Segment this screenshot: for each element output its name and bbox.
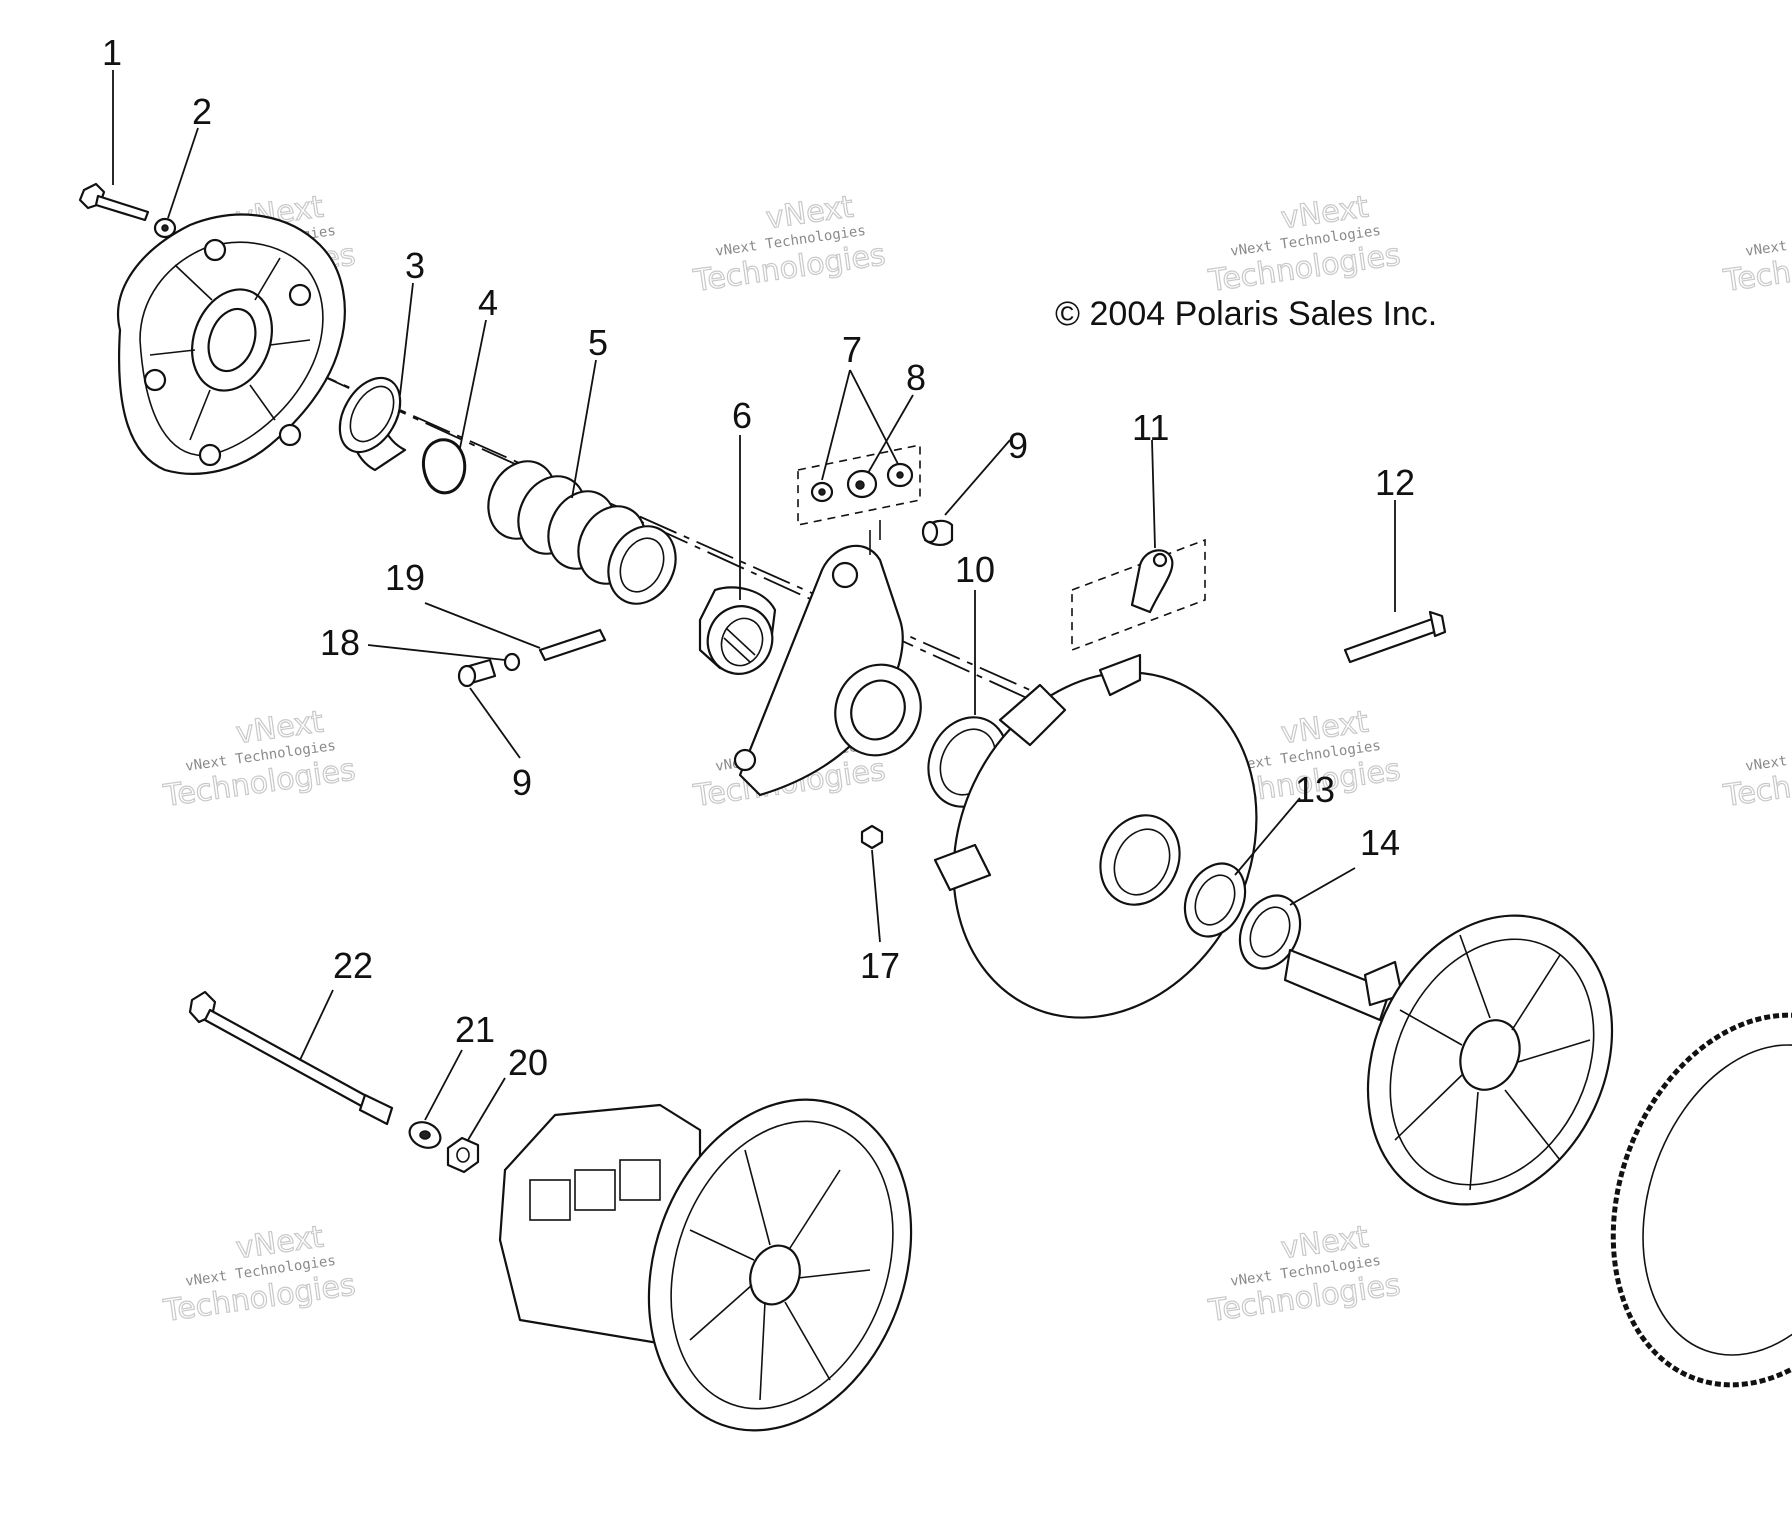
watermark: vNext vNext Technologies Technologies [1205, 1219, 1403, 1330]
moveable-sheave [933, 653, 1258, 1019]
callout-21: 21 [455, 1009, 495, 1050]
callout-7: 7 [842, 329, 862, 370]
part-21-washer [408, 1121, 442, 1149]
callout-22: 22 [333, 945, 373, 986]
callout-9-lower: 9 [512, 762, 532, 803]
part-5-spring [487, 460, 677, 605]
part-19-pin [538, 628, 607, 662]
callout-13: 13 [1295, 769, 1335, 810]
callout-11: 11 [1132, 407, 1169, 448]
svg-text:vNext Technologies: vNext Technologies [1744, 223, 1792, 260]
callout-5: 5 [588, 322, 608, 363]
callout-14: 14 [1360, 822, 1400, 863]
part-13-bushing [1183, 862, 1247, 938]
part-20-nut [446, 1136, 480, 1174]
part-7-8-spacers [797, 444, 921, 526]
drive-clutch [498, 1098, 913, 1432]
callout-19: 19 [385, 557, 425, 598]
part-18-roller [503, 652, 521, 672]
part-2-washer [153, 217, 177, 239]
watermark: vNext vNext Technologies Technologies [160, 704, 358, 815]
callout-20: 20 [508, 1042, 548, 1083]
callout-8: 8 [906, 357, 926, 398]
callout-1: 1 [102, 32, 122, 73]
driven-clutch-cover [117, 213, 346, 475]
watermark: vNext vNext Technologies Technologies [160, 1219, 358, 1330]
callout-4: 4 [478, 282, 498, 323]
part-9-roller-lower [457, 658, 497, 688]
ring-gear [1610, 1012, 1792, 1388]
watermark: vNext vNext Technologies Technologies [690, 189, 888, 300]
part-3-bushing [338, 376, 407, 472]
watermark: vNext vNext Technologies Technologies [1205, 189, 1403, 300]
callout-12: 12 [1375, 462, 1415, 503]
callout-17: 17 [860, 945, 900, 986]
watermark: vNext vNext Technologies Technologies [1720, 223, 1792, 300]
spider-arm [733, 520, 922, 797]
fixed-sheave [1283, 914, 1614, 1206]
callout-3: 3 [405, 245, 425, 286]
callout-10: 10 [955, 549, 995, 590]
part-17-nut [860, 824, 884, 850]
callout-18: 18 [320, 622, 360, 663]
part-4-snap-ring [421, 438, 467, 495]
callout-9-upper: 9 [1008, 425, 1028, 466]
callout-6: 6 [732, 395, 752, 436]
callout-2: 2 [192, 91, 212, 132]
svg-text:vNext Technologies: vNext Technologies [1744, 738, 1792, 775]
part-1-bolt [78, 182, 150, 222]
part-12-pin [1343, 610, 1447, 664]
part-11-clip [1071, 538, 1206, 652]
part-22-bolt [188, 990, 394, 1126]
callout-numbers: 1 2 3 4 5 6 7 8 9 10 11 12 13 14 17 18 1… [102, 32, 1415, 1083]
leader-lines [112, 70, 1396, 1141]
part-14-washer [1238, 894, 1302, 970]
part-6-helix [698, 586, 777, 675]
watermark: vNext vNext Technologies Technologies [1720, 738, 1792, 815]
part-9-roller-upper [921, 519, 954, 546]
copyright-notice: © 2004 Polaris Sales Inc. [1055, 295, 1437, 333]
